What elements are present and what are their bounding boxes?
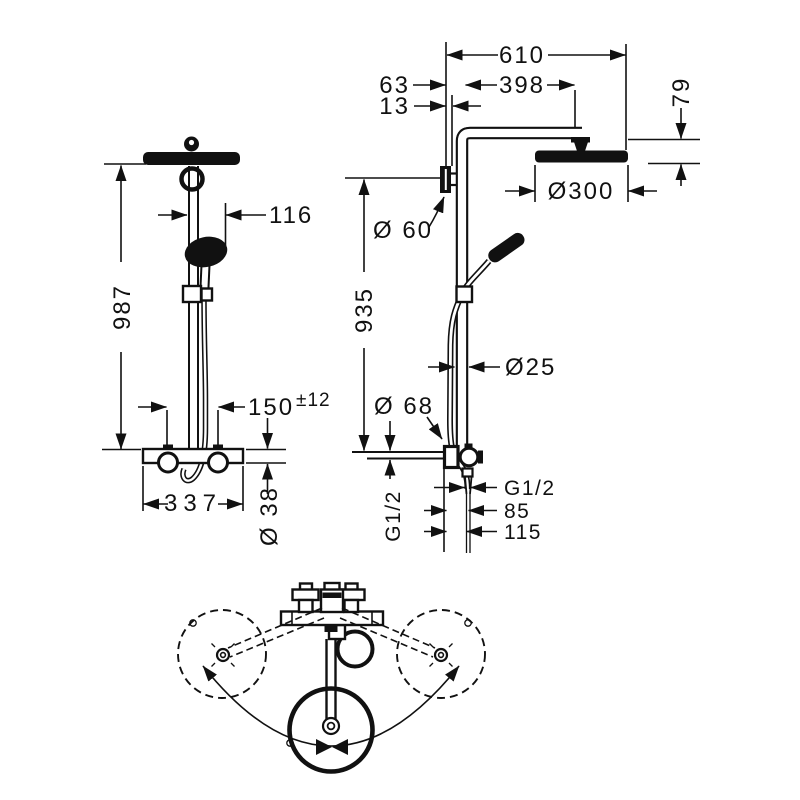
dim-116-label: 116	[269, 202, 313, 229]
front-hand-shower	[488, 232, 525, 263]
label-supply-thread: G1/2	[382, 490, 405, 542]
swivel-position-left	[177, 609, 267, 699]
wall-connection-left	[211, 643, 235, 667]
dim-398-label: 398	[499, 72, 545, 99]
arc-dot	[286, 739, 294, 747]
side-thermostat	[141, 444, 245, 474]
side-pipe-ring	[179, 166, 205, 192]
outlet-fitting	[352, 443, 483, 495]
dim-hand-shower-offset: 116	[158, 202, 313, 247]
pivot-marker	[316, 739, 348, 755]
dim-25-label: Ø25	[505, 354, 556, 381]
dim-337-label: 337	[164, 490, 222, 517]
swivel-leader-right-2	[339, 617, 434, 658]
head-joint	[571, 137, 590, 151]
dim-total-height: 987	[102, 163, 146, 451]
dim-63-label: 63	[379, 72, 410, 99]
dim-115-label: 115	[504, 521, 542, 544]
dim-935-label: 935	[351, 287, 378, 333]
riser-and-arm	[455, 126, 582, 450]
wall-bracket	[440, 166, 457, 193]
wall-connection-right	[429, 643, 453, 667]
label-hose-thread: G1/2	[504, 477, 556, 500]
side-head-shower	[143, 152, 240, 165]
front-head-shower	[535, 150, 628, 163]
dim-head-drop: 79	[668, 77, 695, 186]
top-head-hub	[321, 716, 341, 736]
swivel-leader-right-1	[341, 607, 436, 649]
dim-outlet-projection: 115	[424, 521, 542, 544]
dim-connection-spacing: 150±12	[138, 390, 331, 448]
swivel-leader-left-1	[227, 607, 323, 649]
dim-total-reach: 610	[446, 42, 626, 69]
swivel-arc	[202, 665, 460, 747]
dim-38-label: Ø 38	[256, 486, 283, 546]
swivel-leader-left-2	[229, 617, 325, 658]
dim-13-label: 13	[379, 93, 410, 120]
dim-escutcheon-diameter: Ø 68	[374, 393, 443, 440]
dim-300-label: Ø300	[548, 178, 615, 205]
dim-987-label: 987	[109, 284, 136, 330]
dim-hose-projection: 85	[424, 500, 530, 523]
detail-dot-left	[189, 619, 197, 627]
side-slider-clamp	[181, 284, 214, 304]
detail-dot-right	[464, 619, 472, 627]
dim-bracket-diameter: Ø 60	[373, 196, 445, 244]
dim-wall-to-riser: 63	[379, 72, 446, 99]
front-slider-clamp	[455, 285, 474, 304]
top-head-hub-inner	[326, 721, 336, 731]
dim-arm-length: 398	[465, 72, 575, 99]
top-swivel-view	[177, 581, 486, 774]
dim-head-diameter: Ø300	[505, 165, 657, 205]
dim-79-label: 79	[668, 77, 695, 108]
dim-hose-thread: G1/2	[434, 477, 556, 500]
side-head-knob-hole	[188, 139, 195, 146]
top-handle-left	[291, 582, 320, 614]
dim-wall-offset: 13	[379, 93, 481, 120]
dim-60-label: Ø 60	[373, 217, 433, 244]
swivel-position-right	[396, 609, 486, 699]
front-view: 610 63 398 13 79 Ø300	[345, 42, 700, 553]
dim-mixer-diameter: Ø 38	[246, 418, 286, 546]
side-view: 987 116 150±12 337	[102, 136, 331, 546]
dim-610-label: 610	[499, 42, 545, 69]
dim-supply-thread: G1/2	[382, 421, 405, 542]
top-centre-tee	[319, 581, 345, 632]
dim-150-label: 150±12	[248, 390, 331, 421]
side-shower-hose	[180, 296, 209, 484]
top-handle-right	[337, 582, 366, 614]
dim-mixer-width: 337	[142, 466, 244, 517]
dim-pipe-diameter: Ø25	[428, 354, 556, 381]
dim-68-label: Ø 68	[374, 393, 434, 420]
dim-riser-height: 935	[351, 179, 378, 451]
dim-85-label: 85	[504, 500, 530, 523]
